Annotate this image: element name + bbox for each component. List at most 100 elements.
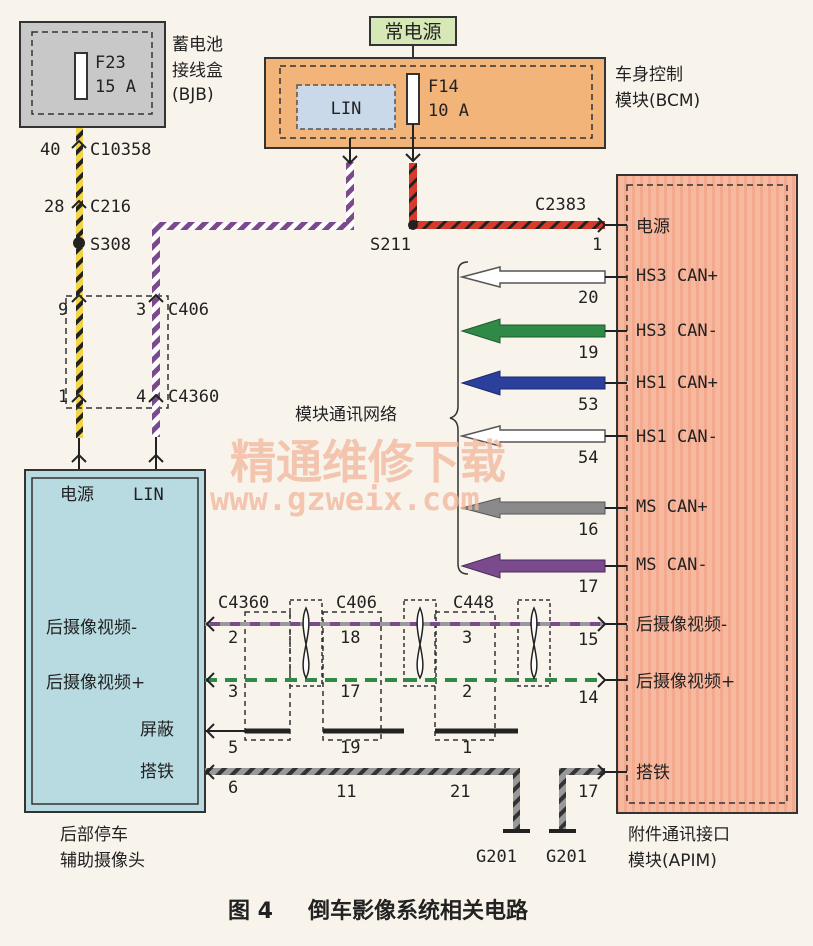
- apim-power-label: 电源: [636, 217, 670, 237]
- wire-ground-horizontal: [205, 768, 520, 775]
- watermark-url: www.gzweix.com: [210, 480, 480, 518]
- bjb-label-line2: 接线盒: [172, 61, 223, 81]
- bcm-fuse-rating: 10 A: [428, 101, 469, 121]
- apim-label-line2: 模块(APIM): [628, 851, 717, 871]
- can-hs3-minus-arrow: [460, 318, 606, 344]
- apim-signal-label-video-plus: 后摄像视频+: [636, 672, 735, 692]
- camera-inner: [31, 477, 199, 805]
- pin-28: 28: [44, 197, 64, 217]
- wire-red-vertical: [409, 163, 417, 229]
- apim-signal-pin-17: 17: [578, 577, 598, 597]
- camera-lin-label: LIN: [133, 485, 164, 505]
- watermark-chinese: 精通维修下载: [230, 435, 506, 489]
- apim-signal-label-hs3-can-plus: HS3 CAN+: [636, 266, 718, 286]
- camera-pin-3: 3: [228, 682, 238, 702]
- wire-lin-vertical-left: [152, 222, 160, 437]
- can-hs1-plus-arrow: [460, 370, 606, 396]
- twist-box-2: [403, 599, 437, 687]
- wire-power-yellow-lower: [76, 248, 83, 438]
- c406-pin-19: 19: [340, 738, 360, 758]
- apim-power-pin: 1: [592, 235, 602, 255]
- arrow-camera-ground: [205, 764, 215, 780]
- camera-pin-5: 5: [228, 738, 238, 758]
- arrow-camera-video-minus: [205, 616, 215, 632]
- twist-box-3: [517, 599, 551, 687]
- wire-lin-horizontal: [152, 222, 354, 230]
- apim-conn-c2383: C2383: [535, 195, 586, 215]
- camera-row-label-ground: 搭铁: [140, 762, 174, 782]
- apim-signal-label-ms-can-minus: MS CAN-: [636, 555, 708, 575]
- camera-box: [24, 469, 206, 813]
- apim-signal-label-hs3-can-minus: HS3 CAN-: [636, 321, 718, 341]
- apim-signal-label-ms-can-plus: MS CAN+: [636, 497, 708, 517]
- camera-label-line1: 后部停车: [60, 825, 128, 845]
- splice-s308-dot: [73, 237, 85, 249]
- apim-signal-pin-53: 53: [578, 395, 598, 415]
- camera-pin-6: 6: [228, 778, 238, 798]
- can-hs3-plus-arrow: [459, 266, 606, 288]
- apim-signal-label-video-minus: 后摄像视频-: [636, 615, 727, 635]
- can-ms-plus-arrow: [460, 497, 606, 519]
- bjb-box: [19, 21, 166, 128]
- conn-chevron-c406-lin: [148, 293, 164, 303]
- c406-pin-17: 17: [340, 682, 360, 702]
- bcm-fuse-icon: [406, 73, 420, 125]
- bjb-fuse-rating: 15 A: [95, 77, 136, 97]
- wire-ground-drop-left: [513, 768, 520, 830]
- camera-row-label-video-plus: 后摄像视频+: [46, 673, 145, 693]
- apim-box: [616, 174, 798, 814]
- power-tag-label: 常电源: [384, 21, 441, 43]
- caption-number: 图 4: [228, 899, 273, 924]
- camera-pin-2: 2: [228, 628, 238, 648]
- bcm-label-line2: 模块(BCM): [615, 91, 700, 111]
- c448-pin-21: 21: [450, 782, 470, 802]
- c448-pin-2: 2: [462, 682, 472, 702]
- bjb-label-line1: 蓄电池: [172, 35, 223, 55]
- conn-chevron-c10358: [71, 139, 87, 149]
- conn-c216: C216: [90, 197, 131, 217]
- caption-title: 倒车影像系统相关电路: [307, 898, 529, 924]
- pin-1-left: 1: [58, 387, 68, 407]
- conn-chevron-c216: [71, 199, 87, 209]
- arrow-bcm-lin: [342, 155, 358, 165]
- apim-signal-pin-19: 19: [578, 343, 598, 363]
- apim-signal-pin-20: 20: [578, 288, 598, 308]
- splice-s211: S211: [370, 235, 411, 255]
- wire-lin-vertical-bcm: [346, 162, 354, 230]
- c406-pin-11: 11: [336, 782, 356, 802]
- bcm-fuse-id: F14: [428, 77, 459, 97]
- bjb-fuse-id: F23: [95, 53, 126, 73]
- apim-inner-dashed: [626, 184, 788, 804]
- pin-9: 9: [58, 300, 68, 320]
- apim-ground-pin: 17: [578, 782, 598, 802]
- camera-label-line2: 辅助摄像头: [60, 851, 145, 871]
- conn-c406-dashed: [65, 295, 169, 409]
- inline-c448-box: [434, 611, 496, 741]
- twist-oval-2: [416, 606, 424, 680]
- lin-conn-c406: C406: [168, 300, 209, 320]
- conn-chevron-pin9: [71, 293, 87, 303]
- apim-ground-label: 搭铁: [636, 763, 670, 783]
- c448-pin-1: 1: [462, 738, 472, 758]
- pin-40: 40: [40, 140, 60, 160]
- conn-c10358: C10358: [90, 140, 151, 160]
- wire-ground-apim: [559, 768, 605, 775]
- bjb-fuse-icon: [74, 52, 88, 100]
- camera-row-label-video-minus: 后摄像视频-: [46, 618, 137, 638]
- splice-s308: S308: [90, 235, 131, 255]
- network-brace: [449, 261, 469, 575]
- bcm-lin-label: LIN: [331, 99, 362, 119]
- twist-oval-3: [530, 606, 538, 680]
- camera-power-label: 电源: [60, 485, 94, 505]
- apim-signal-label-hs1-can-minus: HS1 CAN-: [636, 427, 718, 447]
- apim-signal-pin-54: 54: [578, 448, 598, 468]
- wire-ground-drop-right: [559, 768, 566, 830]
- ground-g201-left: G201: [476, 847, 517, 867]
- network-label: 模块通讯网络: [295, 405, 397, 425]
- camera-row-label-shield: 屏蔽: [140, 720, 174, 740]
- twist-box-1: [289, 599, 323, 687]
- bjb-inner-dashed: [31, 31, 153, 115]
- apim-signal-pin-15: 15: [578, 630, 598, 650]
- can-ms-minus-arrow: [460, 553, 606, 579]
